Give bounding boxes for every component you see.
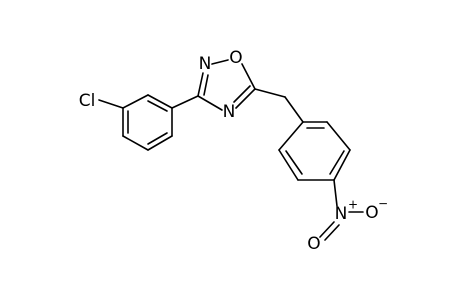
double-bond-n-o bbox=[319, 221, 335, 238]
nitrogen-2-label: N bbox=[199, 54, 212, 74]
double-bond bbox=[329, 150, 345, 175]
bond bbox=[122, 94, 149, 109]
bond bbox=[122, 135, 149, 151]
bond bbox=[241, 63, 256, 90]
nitro-oxygen-bottom-label: O bbox=[307, 234, 320, 254]
double-bond bbox=[233, 85, 251, 103]
nitrophenyl-ring bbox=[278, 121, 351, 181]
bond bbox=[171, 95, 199, 109]
chlorine-label: Cl bbox=[79, 91, 96, 111]
nitro-oxygen-top-label: O bbox=[365, 203, 378, 223]
bond bbox=[278, 121, 304, 151]
bond bbox=[197, 95, 223, 111]
double-bond bbox=[285, 150, 303, 175]
oxadiazole-ring bbox=[197, 59, 256, 111]
double-bond bbox=[147, 132, 168, 145]
nitro-oxygen-top-charge: − bbox=[378, 197, 388, 211]
chlorophenyl-ring bbox=[122, 94, 173, 151]
bond bbox=[147, 94, 173, 109]
double-bond bbox=[203, 74, 209, 96]
bond-c-n bbox=[333, 179, 338, 207]
bond-cl bbox=[98, 99, 124, 109]
oxygen-1-label: O bbox=[229, 48, 242, 68]
bond bbox=[278, 149, 299, 181]
nitro-nitrogen-charge: + bbox=[348, 198, 358, 212]
nitrogen-4-label: N bbox=[223, 102, 236, 122]
double-bond-n-o bbox=[324, 224, 340, 241]
bond bbox=[211, 59, 229, 65]
bond bbox=[235, 88, 256, 109]
bond bbox=[147, 135, 173, 151]
bond-ch2 bbox=[254, 88, 286, 98]
double-bond bbox=[147, 100, 168, 112]
bond bbox=[197, 72, 204, 97]
nitro-nitrogen-label: N bbox=[335, 204, 348, 224]
bond bbox=[326, 121, 351, 151]
bond bbox=[333, 149, 351, 181]
bond-ch2 bbox=[284, 96, 304, 123]
